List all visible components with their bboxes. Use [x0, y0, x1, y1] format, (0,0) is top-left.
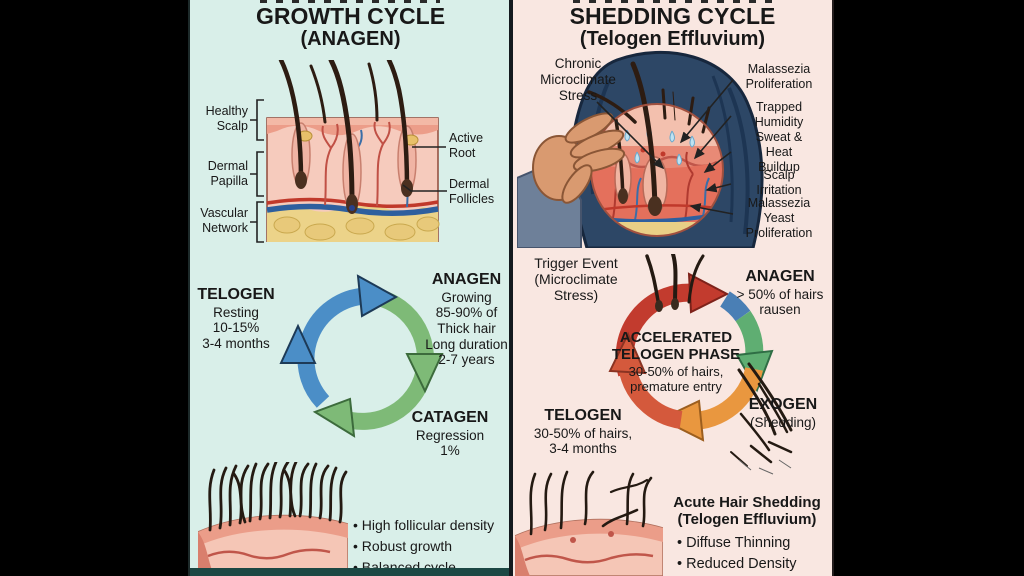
catagen-detail: Regression 1%: [415, 427, 485, 459]
telogen-arrow-arc: [618, 364, 683, 429]
healthy-scalp-illustration: [265, 60, 440, 242]
accelerated-title: ACCELERATED TELOGEN PHASE: [611, 329, 741, 363]
left-title: GROWTH CYCLE (ANAGEN): [190, 4, 511, 50]
growth-cycle-panel: GROWTH CYCLE (ANAGEN): [188, 0, 511, 576]
label-malassezia-yeast: Malassezia Yeast Proliferation: [745, 196, 813, 240]
arrowhead-blue-left: [279, 323, 317, 364]
right-title: SHEDDING CYCLE (Telogen Effluvium): [513, 4, 832, 50]
exogen-title: EXOGEN: [748, 396, 818, 413]
left-title-line2: (ANAGEN): [300, 27, 401, 50]
cropped-text-remnant: [260, 0, 440, 3]
accelerated-telogen-stage: ACCELERATED TELOGEN PHASE 30-50% of hair…: [605, 329, 747, 394]
anagen-title: ANAGEN: [745, 268, 815, 285]
motion-lines: [738, 459, 792, 475]
label-sweat-heat-buildup: Sweat & Heat Buildup: [755, 130, 803, 174]
cropped-text-remnant: [573, 0, 773, 3]
bracket-vascular-network: [250, 201, 264, 243]
shedding-cycle-panel: SHEDDING CYCLE (Telogen Effluvium): [513, 0, 834, 576]
label-trapped-humidity: Trapped Humidity: [754, 100, 804, 129]
outcome-summary: Acute Hair Shedding (Telogen Effluvium) …: [661, 494, 832, 576]
dense-hair-illustration: [198, 462, 348, 576]
label-dermal-papilla: Dermal Papilla: [207, 159, 248, 188]
label-healthy-scalp: Healthy Scalp: [205, 104, 248, 133]
thinning-hair-illustration: [515, 468, 663, 576]
right-title-line2: (Telogen Effluvium): [579, 27, 766, 50]
arrowhead-green-right: [405, 353, 444, 394]
telogen-arrow-arc: [297, 287, 367, 408]
anagen-detail: Growing 85-90% of Thick hair Long durati…: [425, 289, 508, 368]
list-item: • Robust growth: [353, 538, 453, 554]
telogen-detail: Resting 10-15% 3-4 months: [202, 304, 270, 351]
label-vascular-network: Vascular Network: [200, 206, 248, 235]
telogen-stage: TELOGEN 30-50% of hairs, 3-4 months: [521, 407, 645, 457]
accelerated-detail: 30-50% of hairs, premature entry: [628, 363, 724, 394]
trigger-text: Trigger Event (Microclimate Stress): [534, 255, 618, 304]
telogen-stage: TELOGEN Resting 10-15% 3-4 months: [190, 286, 282, 352]
anagen-arrow-blue: [719, 291, 751, 322]
telogen-detail: 30-50% of hairs, 3-4 months: [533, 425, 633, 457]
exogen-detail: (Shedding): [749, 414, 817, 430]
catagen-stage: CATAGEN Regression 1%: [398, 409, 502, 459]
anagen-detail: > 50% of hairs rausen: [736, 286, 824, 318]
panel-divider: [509, 0, 513, 576]
label-active-root: Active Root: [449, 131, 484, 160]
outcome-list: • Diffuse Thinning • Reduced Density • S…: [661, 533, 832, 576]
shedding-cycle-diagram: [591, 254, 795, 476]
bracket-healthy-scalp: [250, 99, 264, 141]
arrowhead-redorange-left: [608, 331, 647, 375]
anagen-stage: ANAGEN > 50% of hairs rausen: [731, 268, 829, 318]
label-scalp-irritation: Scalp Irritation: [756, 168, 802, 197]
arrowhead-orange-bottom: [658, 399, 705, 442]
shedding-hairs: [730, 362, 793, 467]
label-malassezia-proliferation: Malassezia Proliferation: [745, 62, 813, 91]
growth-cycle-diagram: [270, 260, 452, 458]
outcome-heading: Acute Hair Shedding (Telogen Effluvium): [673, 494, 821, 529]
telogen-title: TELOGEN: [197, 286, 275, 303]
growth-benefits-list: • High follicular density • Robust growt…: [353, 515, 511, 576]
telogen-title: TELOGEN: [544, 407, 622, 424]
list-item: • Diffuse Thinning: [677, 534, 791, 551]
arrowhead-blue-top: [356, 274, 399, 318]
label-dermal-follicles: Dermal Follicles: [449, 177, 495, 206]
list-item: • Reduced Density: [677, 555, 797, 572]
bracket-dermal-papilla: [250, 151, 264, 197]
arrowhead-green-bottom: [312, 397, 356, 438]
right-title-line1: SHEDDING CYCLE: [569, 3, 776, 29]
anagen-stage: ANAGEN Growing 85-90% of Thick hair Long…: [422, 271, 511, 368]
trigger-event-label: Trigger Event (Microclimate Stress): [519, 255, 633, 304]
list-item: • High follicular density: [353, 517, 495, 533]
label-chronic-stress: Chronic Microclimate Stress: [540, 56, 616, 103]
catagen-title: CATAGEN: [411, 409, 489, 426]
exogen-stage: EXOGEN (Shedding): [735, 396, 831, 430]
panel-bottom-border: [190, 568, 511, 576]
left-title-line1: GROWTH CYCLE: [255, 3, 446, 29]
anagen-title: ANAGEN: [431, 271, 502, 288]
